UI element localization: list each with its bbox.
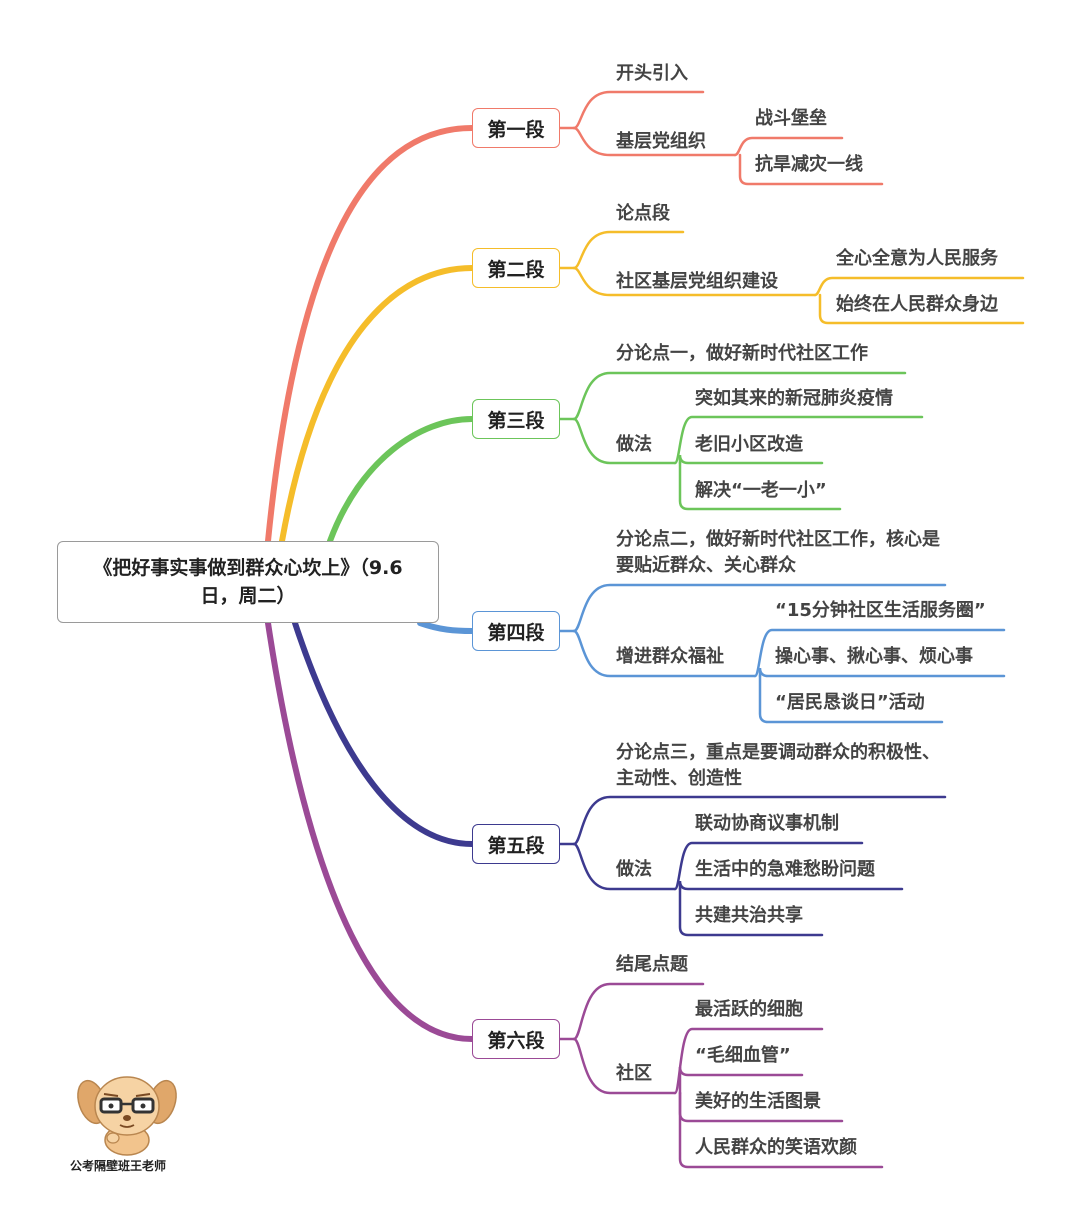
author-signature: 公考隔壁班王老师 <box>70 1159 167 1173</box>
section-5-detail-2: 生活中的急难愁盼问题 <box>695 859 875 880</box>
branch-line-section-1 <box>265 125 475 544</box>
section-5-point-2: 做法 <box>616 859 652 880</box>
section-1-node: 第一段 <box>472 108 560 148</box>
section-4-detail-1: “15分钟社区生活服务圈” <box>775 600 986 621</box>
section-1-detail-1: 战斗堡垒 <box>755 108 827 129</box>
section-6-point-1: 结尾点题 <box>616 954 688 975</box>
section-6-node: 第六段 <box>472 1019 560 1059</box>
child-line-section-2-1 <box>572 230 685 270</box>
section-2-point-1: 论点段 <box>616 203 670 224</box>
detail-line-section-5-3 <box>678 887 824 937</box>
detail-line-section-4-2 <box>758 667 1006 678</box>
root-topic: 《把好事实事做到群众心坎上》（9.6日，周二） <box>57 541 439 623</box>
child-line-section-4-2 <box>572 629 757 678</box>
section-3-detail-1: 突如其来的新冠肺炎疫情 <box>695 388 893 409</box>
detail-line-section-6-2 <box>678 1066 804 1095</box>
detail-line-section-2-2 <box>818 293 1025 325</box>
section-6-point-2: 社区 <box>616 1063 652 1084</box>
child-line-section-5-1 <box>572 795 947 846</box>
child-line-section-4-1 <box>572 583 947 633</box>
branch-line-section-4 <box>417 620 475 634</box>
child-line-section-5-2 <box>572 842 677 891</box>
detail-line-section-5-2 <box>678 880 904 891</box>
section-3-point-2: 做法 <box>616 434 652 455</box>
child-line-section-1-2 <box>572 126 737 157</box>
section-2-point-2: 社区基层党组织建设 <box>616 271 778 292</box>
detail-line-section-3-2 <box>678 454 824 465</box>
section-3-detail-3: 解决“一老一小” <box>695 480 827 501</box>
section-4-node: 第四段 <box>472 611 560 651</box>
section-4-detail-2: 操心事、揪心事、烦心事 <box>775 646 973 667</box>
section-5-point-1: 分论点三，重点是要调动群众的积极性、主动性、创造性 <box>616 742 940 789</box>
section-1-point-2: 基层党组织 <box>616 131 706 152</box>
branch-line-section-2 <box>279 265 475 544</box>
detail-line-section-5-1 <box>673 841 864 891</box>
section-5-detail-1: 联动协商议事机制 <box>695 813 839 834</box>
branch-line-section-6 <box>265 620 475 1042</box>
section-6-detail-3: 美好的生活图景 <box>695 1091 821 1112</box>
section-5-node: 第五段 <box>472 824 560 864</box>
section-1-detail-2: 抗旱减灾一线 <box>755 154 863 175</box>
detail-line-section-6-4 <box>678 1091 884 1169</box>
puppy-mascot-icon <box>77 1076 177 1156</box>
section-2-node: 第二段 <box>472 248 560 288</box>
child-line-section-2-2 <box>572 266 817 297</box>
section-2-detail-2: 始终在人民群众身边 <box>836 294 998 315</box>
child-line-section-6-1 <box>572 982 705 1041</box>
child-line-section-6-2 <box>572 1037 677 1095</box>
detail-line-section-3-3 <box>678 461 842 511</box>
section-4-detail-3: “居民恳谈日”活动 <box>775 692 925 713</box>
section-5-detail-3: 共建共治共享 <box>695 905 803 926</box>
section-3-node: 第三段 <box>472 399 560 439</box>
detail-line-section-2-1 <box>813 276 1025 297</box>
section-4-point-2: 增进群众福祉 <box>616 646 724 667</box>
section-6-detail-2: “毛细血管” <box>695 1045 791 1066</box>
section-6-detail-1: 最活跃的细胞 <box>695 999 803 1020</box>
child-line-section-3-2 <box>572 417 677 465</box>
detail-line-section-1-2 <box>738 153 884 186</box>
detail-line-section-3-1 <box>673 415 924 465</box>
section-1-point-1: 开头引入 <box>616 63 688 84</box>
child-line-section-3-1 <box>572 371 907 421</box>
section-2-detail-1: 全心全意为人民服务 <box>836 248 998 269</box>
section-3-detail-2: 老旧小区改造 <box>695 434 803 455</box>
child-line-section-1-1 <box>572 90 705 130</box>
detail-line-section-6-1 <box>673 1027 824 1095</box>
section-6-detail-4: 人民群众的笑语欢颜 <box>695 1137 857 1158</box>
detail-line-section-1-1 <box>733 136 844 157</box>
section-4-point-1: 分论点二，做好新时代社区工作，核心是要贴近群众、关心群众 <box>616 529 940 576</box>
branch-line-section-5 <box>292 620 475 847</box>
branch-line-section-3 <box>327 416 475 544</box>
detail-line-section-4-1 <box>753 628 1006 678</box>
section-3-point-1: 分论点一，做好新时代社区工作 <box>616 343 868 364</box>
detail-line-section-4-3 <box>758 674 944 724</box>
